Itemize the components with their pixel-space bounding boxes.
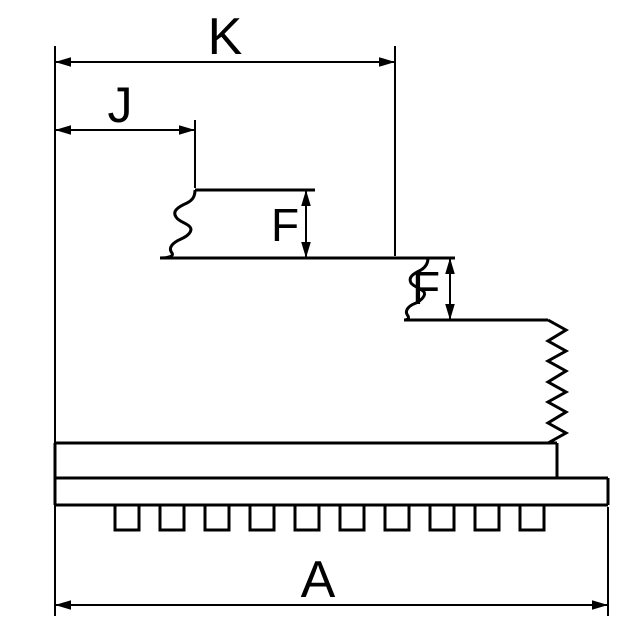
j-arrowhead-right-icon [179, 125, 195, 135]
dimension-a: A [55, 551, 608, 610]
f-lower-arrowhead-top-icon [445, 258, 455, 274]
f-upper-dimension-label: F [271, 199, 299, 251]
right-serrated-face [544, 318, 570, 445]
step1-serrated-riser [159, 189, 197, 260]
dimension-f-upper: F [271, 190, 311, 258]
dimension-j: J [55, 77, 195, 135]
a-dimension-label: A [301, 551, 336, 609]
j-arrowhead-left-icon [55, 125, 71, 135]
k-arrowhead-right-icon [379, 57, 395, 67]
f-lower-arrowhead-bottom-icon [445, 304, 455, 320]
a-arrowhead-left-icon [55, 600, 71, 610]
jaw-profile [53, 188, 610, 532]
extension-lines [54, 46, 609, 616]
k-arrowhead-left-icon [55, 57, 71, 67]
k-dimension-label: K [208, 8, 243, 66]
a-arrowhead-right-icon [592, 600, 608, 610]
f-upper-arrowhead-top-icon [301, 190, 311, 206]
f-upper-arrowhead-bottom-icon [301, 242, 311, 258]
bottom-mounting-teeth [113, 505, 546, 532]
step2-serrated-riser [403, 257, 430, 322]
j-dimension-label: J [108, 77, 133, 133]
dimension-k: K [55, 8, 395, 67]
